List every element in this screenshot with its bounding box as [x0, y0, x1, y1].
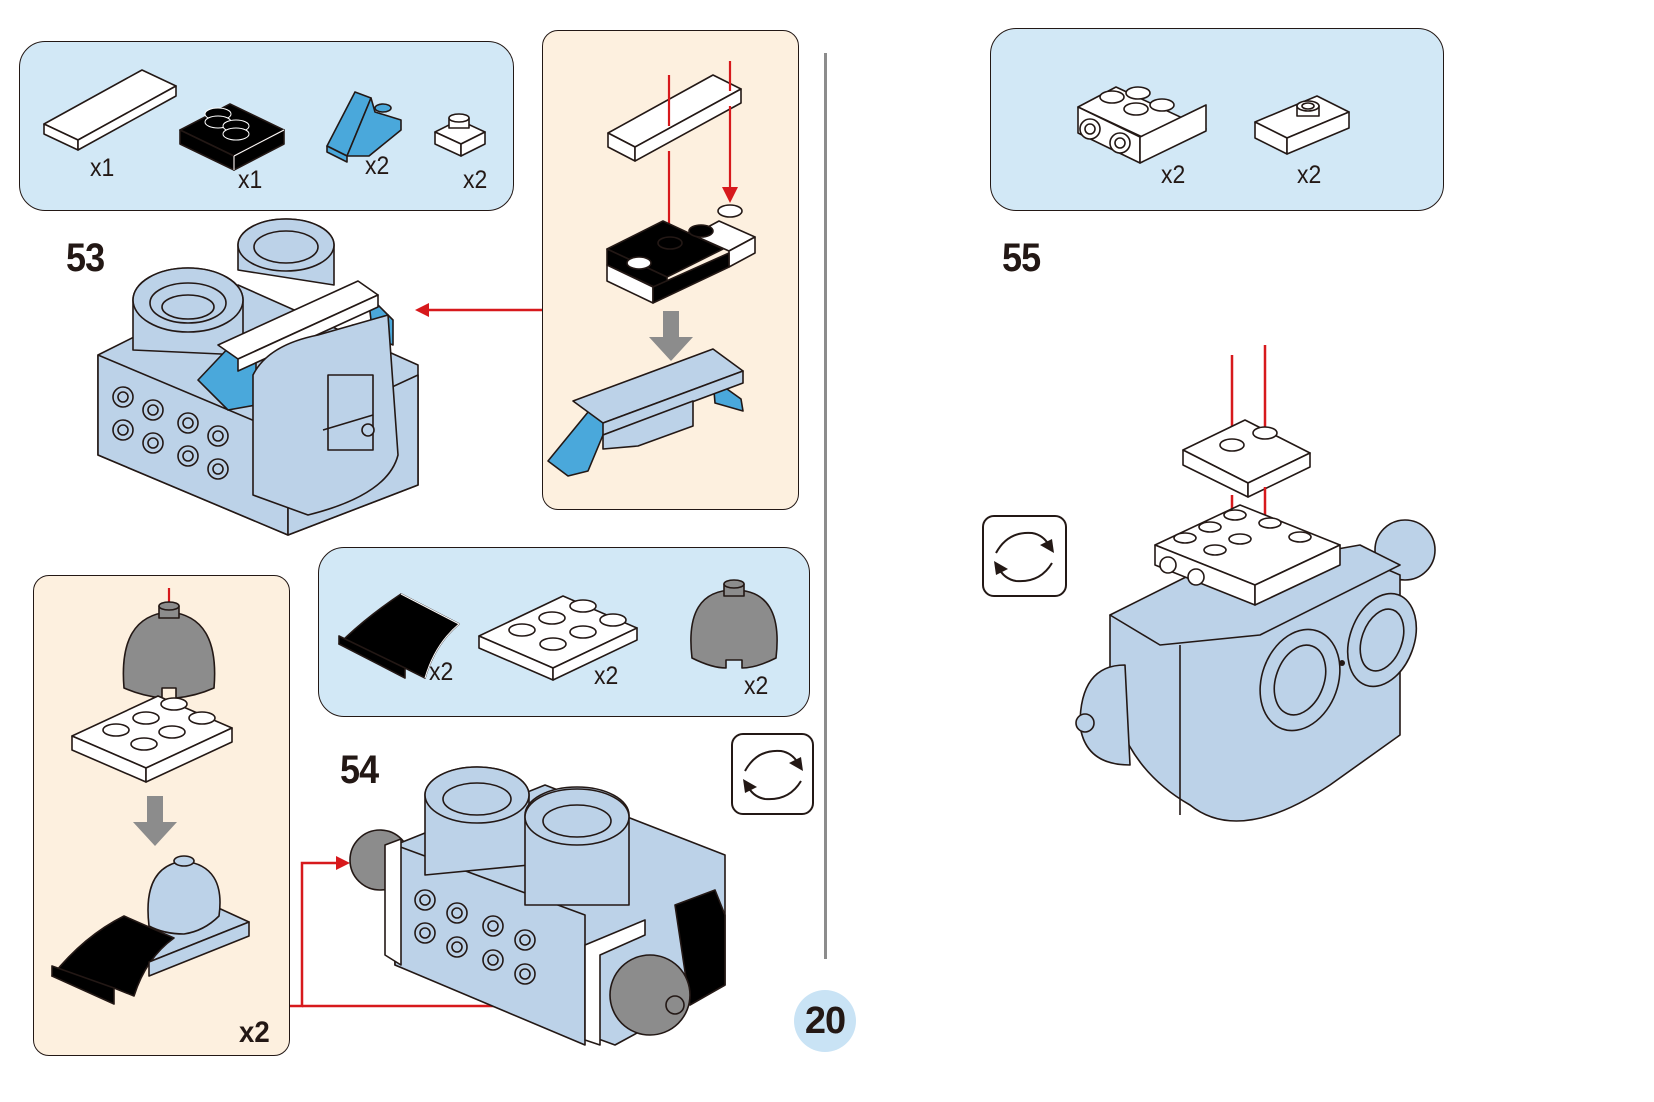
- white-plate-2x3-icon: [478, 595, 638, 681]
- step-53-subassembly-callout: [542, 30, 799, 510]
- white-brick-side-studs-icon: [1077, 86, 1207, 164]
- part-qty: x2: [463, 166, 488, 194]
- red-arrow-connector: [415, 303, 542, 317]
- step-number: 53: [66, 236, 105, 280]
- black-curved-slope-icon: [338, 593, 460, 679]
- page-divider: [824, 53, 827, 959]
- subassembly-qty: x2: [239, 1016, 270, 1049]
- part-qty: x2: [744, 672, 769, 700]
- part-qty: x2: [1161, 161, 1186, 189]
- step-54-subassembly-callout: x2: [33, 575, 290, 1056]
- part-qty: x2: [365, 152, 390, 180]
- step-53-parts-box: x1 x1 x2 x2: [19, 41, 514, 211]
- rotate-icon: [743, 749, 803, 801]
- part-qty: x1: [238, 166, 263, 194]
- page-number: 20: [794, 990, 856, 1052]
- gray-dome-icon: [690, 579, 778, 669]
- step-54-parts-box: x2 x2 x2: [318, 547, 810, 717]
- part-qty: x2: [429, 658, 454, 686]
- step-55-model-illustration: [1075, 345, 1436, 822]
- step-number: 54: [340, 748, 379, 792]
- step-54-model-illustration: [349, 766, 726, 1046]
- step-53-model-illustration: [97, 218, 419, 536]
- white-plate-1x1-icon: [434, 113, 486, 157]
- subassembly-exploded-illustration: [547, 61, 756, 477]
- blue-slope-icon: [326, 91, 402, 163]
- step-number: 55: [1002, 236, 1041, 280]
- rotate-icon: [994, 531, 1054, 583]
- step-55-parts-box: x2 x2: [990, 28, 1444, 211]
- black-plate-2x2-icon: [179, 103, 285, 171]
- white-tile-1x4-icon: [43, 69, 177, 151]
- rotate-model-indicator: [731, 733, 814, 815]
- rotate-model-indicator: [982, 515, 1067, 597]
- part-qty: x2: [594, 662, 619, 690]
- part-qty: x2: [1297, 161, 1322, 189]
- white-jumper-plate-icon: [1254, 95, 1350, 155]
- part-qty: x1: [90, 154, 115, 182]
- subassembly-exploded-illustration: [51, 588, 250, 1005]
